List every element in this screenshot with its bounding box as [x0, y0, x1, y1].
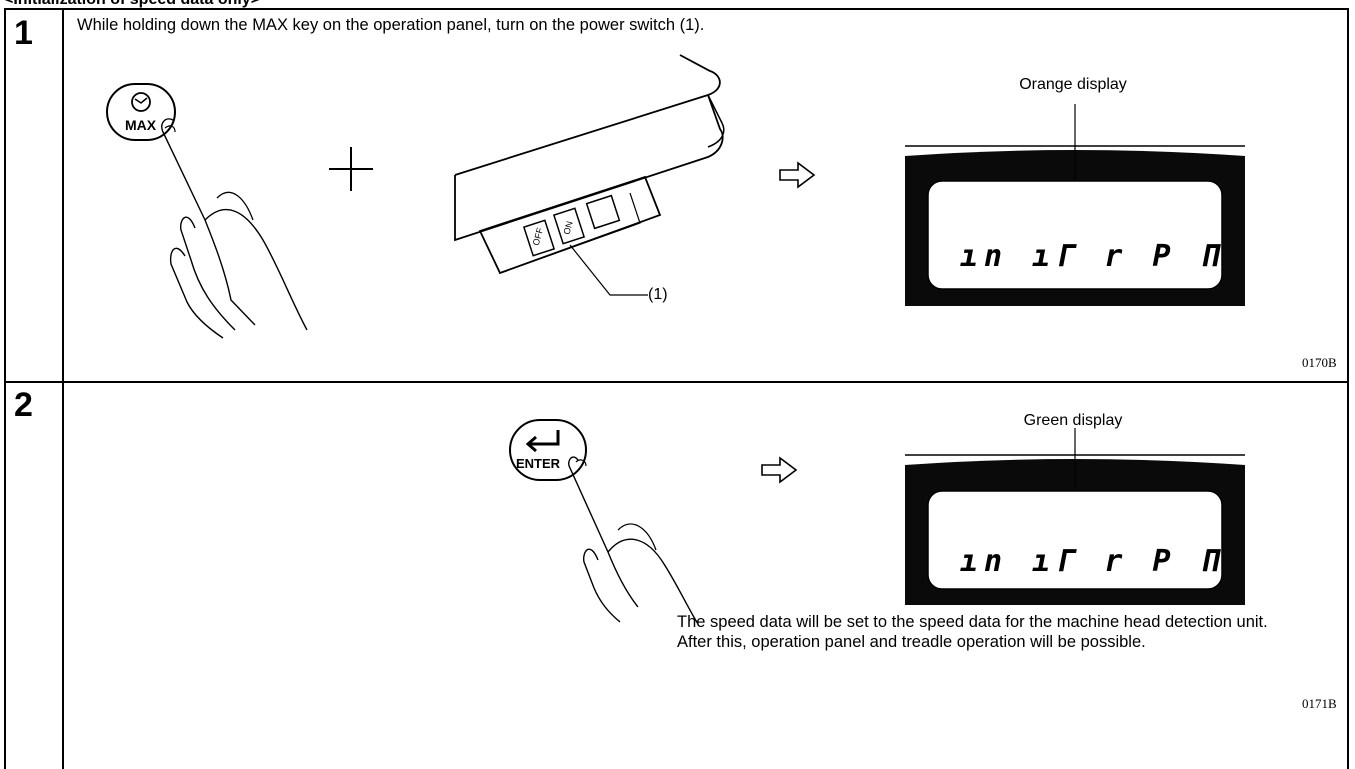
note-line-2: After this, operation panel and treadle … — [677, 633, 1146, 651]
steps-table — [4, 8, 1349, 769]
clock-icon — [131, 92, 151, 112]
step-1-instruction: While holding down the MAX key on the op… — [77, 16, 705, 34]
row-divider — [6, 381, 1347, 383]
step-2-note: The speed data will be set to the speed … — [677, 612, 1355, 652]
max-key-illustration: MAX — [106, 83, 308, 339]
enter-key-outline — [509, 419, 587, 481]
step-number-column — [6, 10, 64, 769]
step-1-number: 1 — [14, 14, 33, 52]
enter-key-label: ENTER — [516, 456, 561, 471]
note-line-1: The speed data will be set to the speed … — [677, 613, 1268, 631]
arrow-right-icon-2 — [761, 456, 798, 484]
callout-1: (1) — [648, 286, 668, 303]
figure-code-2: 0171B — [1302, 696, 1337, 711]
on-switch-label: ON — [562, 220, 575, 236]
arrow-right-icon — [779, 161, 816, 189]
on-switch — [552, 207, 586, 245]
off-switch — [522, 219, 556, 257]
section-heading: <Initialization of speed data only> — [4, 0, 260, 9]
display-label-2: Green display — [1023, 412, 1123, 429]
display-text-1: ın ıΓ r P П — [960, 239, 1225, 274]
figure-code-1: 0170B — [1302, 355, 1337, 370]
display-panel-2: ın ıΓ r P П — [905, 428, 1245, 605]
max-key-label: MAX — [125, 117, 157, 133]
step-2-number: 2 — [14, 386, 33, 424]
plus-icon — [329, 147, 373, 191]
display-text-2: ın ıΓ r P П — [960, 544, 1225, 579]
display-panel-1: ın ıΓ r P П — [905, 104, 1245, 306]
display-label-1: Orange display — [1019, 76, 1127, 93]
callout-leader — [569, 244, 648, 296]
enter-key-illustration: ENTER — [509, 419, 699, 625]
off-switch-label: OFF — [531, 226, 545, 246]
power-switch-illustration: OFF ON — [454, 54, 725, 296]
return-arrow-icon — [525, 430, 560, 453]
max-key-outline — [106, 83, 176, 141]
